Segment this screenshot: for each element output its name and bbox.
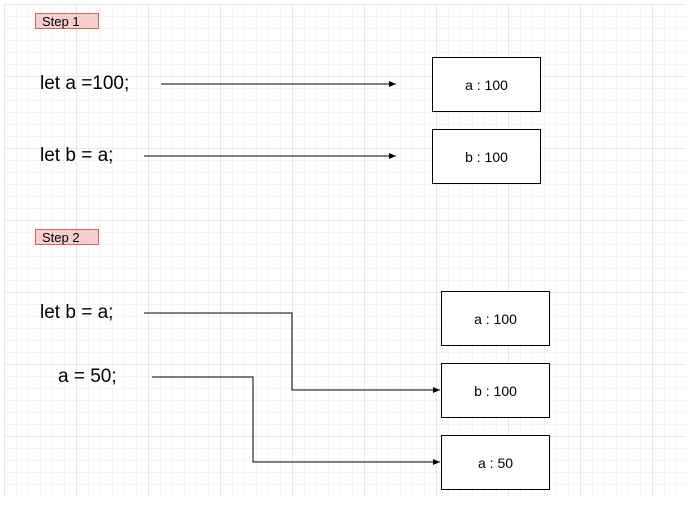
step1-box-b: b : 100 [432,129,541,184]
arrow-step2-a [152,376,440,465]
step2-label: Step 2 [35,229,99,245]
step2-box-a-50: a : 50 [441,435,550,490]
step1-label: Step 1 [35,13,99,29]
step1-statement-a: let a =100; [40,73,130,94]
step2-box-b-100: b : 100 [441,363,550,418]
step2-box-a-100: a : 100 [441,291,550,346]
step2-statement-a: a = 50; [58,366,117,387]
step2-statement-b: let b = a; [40,302,114,323]
step1-statement-b: let b = a; [40,145,114,166]
arrow-step2-b [144,312,440,393]
diagram-canvas [4,4,686,496]
step1-box-a: a : 100 [432,57,541,112]
